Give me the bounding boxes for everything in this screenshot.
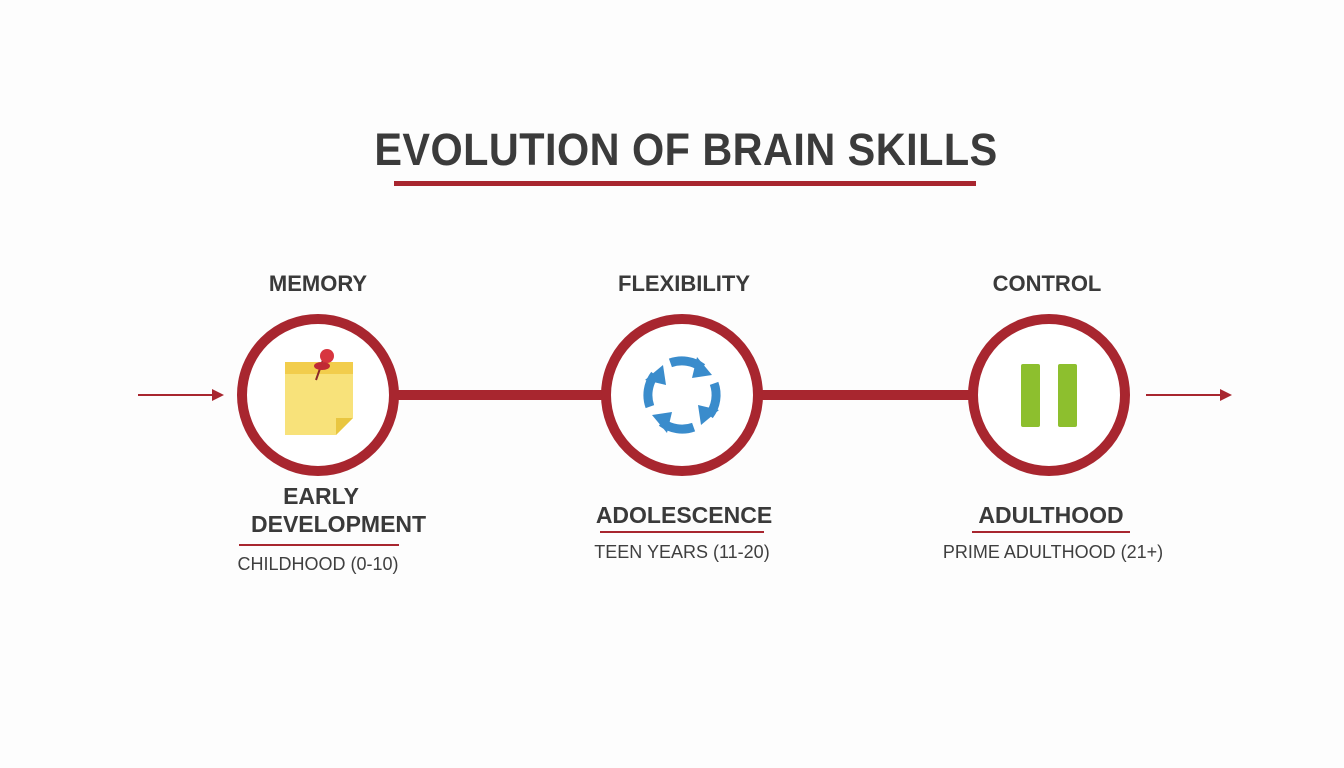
sticky-note-icon — [285, 349, 353, 435]
skill-label-memory: MEMORY — [268, 271, 368, 296]
control-node — [968, 314, 1130, 476]
title-underline — [394, 181, 976, 186]
entry-arrow — [138, 389, 224, 401]
stage-name-early-development: EARLY DEVELOPMENT — [251, 483, 427, 537]
pause-icon — [1021, 364, 1077, 427]
flexibility-node — [601, 314, 763, 476]
memory-node — [237, 314, 399, 476]
diagram-title: EVOLUTION OF BRAIN SKILLS — [374, 124, 998, 175]
stage-underline-3 — [972, 531, 1130, 533]
exit-arrow — [1146, 389, 1232, 401]
skill-label-flexibility: FLEXIBILITY — [618, 271, 750, 296]
period-prime-adulthood: PRIME ADULTHOOD (21+) — [942, 542, 1164, 562]
connector-line-2 — [758, 390, 972, 400]
stage-underline-1 — [239, 544, 399, 546]
connector-line-1 — [394, 390, 606, 400]
skill-label-control: CONTROL — [992, 271, 1102, 296]
period-childhood: CHILDHOOD (0-10) — [237, 554, 399, 574]
stage-underline-2 — [600, 531, 764, 533]
stage-name-adulthood: ADULTHOOD — [978, 502, 1124, 528]
stage-name-adolescence: ADOLESCENCE — [595, 502, 773, 528]
period-teen-years: TEEN YEARS (11-20) — [594, 542, 770, 562]
